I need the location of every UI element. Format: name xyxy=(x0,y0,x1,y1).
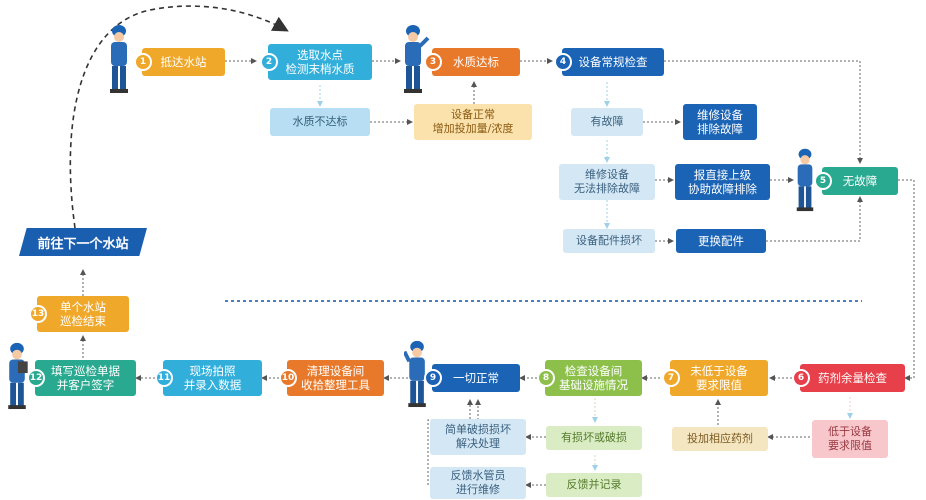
add-chemical-box: 投加相应药剂 xyxy=(672,427,768,451)
step-number: 12 xyxy=(27,369,45,387)
step-number: 11 xyxy=(155,369,173,387)
damaged-box: 有损坏或破损 xyxy=(546,426,642,450)
has-fault-box: 有故障 xyxy=(571,108,643,136)
step-number: 2 xyxy=(260,53,278,71)
parts-damaged-box: 设备配件损坏 xyxy=(563,229,655,253)
step-number: 1 xyxy=(134,53,152,71)
step-10: 10 清理设备间 收拾整理工具 xyxy=(279,360,384,396)
step-number: 3 xyxy=(424,53,442,71)
worker-icon xyxy=(110,25,128,93)
worker-icon xyxy=(404,340,426,408)
step-number: 4 xyxy=(554,53,572,71)
step-label: 清理设备间 收拾整理工具 xyxy=(301,364,370,392)
step-label: 检查设备间 基础设施情况 xyxy=(559,364,628,392)
worker-icon xyxy=(796,148,814,212)
replace-parts-box: 更换配件 xyxy=(676,229,766,253)
step-8: 8 检查设备间 基础设施情况 xyxy=(537,360,642,396)
step-number: 6 xyxy=(792,369,810,387)
repair-fix-box: 维修设备 排除故障 xyxy=(683,104,757,140)
step-13: 13 单个水站 巡检结束 xyxy=(29,296,129,332)
report-superior-box: 报直接上级 协助故障排除 xyxy=(675,164,770,200)
quality-fail-box: 水质不达标 xyxy=(270,108,370,136)
step-2: 2 选取水点 检测末梢水质 xyxy=(260,44,372,80)
below-limit-box: 低于设备 要求限值 xyxy=(812,420,888,458)
step-number: 8 xyxy=(537,369,555,387)
simple-repair-box: 简单破损损坏 解决处理 xyxy=(430,419,526,455)
step-5: 5 无故障 xyxy=(814,167,898,195)
feedback-manager-box: 反馈水管员 进行维修 xyxy=(430,467,526,499)
next-station-banner: 前往下一个水站 xyxy=(19,228,147,256)
step-number: 9 xyxy=(424,369,442,387)
step-3: 3 水质达标 xyxy=(424,48,520,76)
worker-icon xyxy=(404,25,430,93)
step-4: 4 设备常规检查 xyxy=(554,48,664,76)
equipment-normal-box: 设备正常 增加投加量/浓度 xyxy=(414,104,532,140)
step-7: 7 未低于设备 要求限值 xyxy=(662,360,768,396)
feedback-record-box: 反馈并记录 xyxy=(546,473,642,497)
step-label: 一切正常 xyxy=(453,371,499,385)
step-label: 抵达水站 xyxy=(160,55,207,69)
step-label: 设备常规检查 xyxy=(578,55,648,69)
step-1: 1 抵达水站 xyxy=(134,48,225,76)
step-number: 13 xyxy=(29,305,47,323)
step-label: 现场拍照 并录入数据 xyxy=(183,364,242,392)
step-6: 6 药剂余量检查 xyxy=(792,364,905,392)
worker-icon xyxy=(8,342,28,410)
step-label: 无故障 xyxy=(842,174,878,188)
step-number: 10 xyxy=(279,369,297,387)
step-number: 5 xyxy=(814,172,832,190)
step-label: 填写巡检单据 并客户签字 xyxy=(51,364,120,392)
step-label: 未低于设备 要求限值 xyxy=(690,364,748,392)
step-11: 11 现场拍照 并录入数据 xyxy=(155,360,262,396)
step-9: 9 一切正常 xyxy=(424,364,520,392)
step-number: 7 xyxy=(662,369,680,387)
step-label: 选取水点 检测末梢水质 xyxy=(285,48,355,76)
step-label: 单个水站 巡检结束 xyxy=(60,300,106,328)
repair-fail-box: 维修设备 无法排除故障 xyxy=(559,164,655,200)
step-label: 水质达标 xyxy=(453,55,499,69)
step-12: 12 填写巡检单据 并客户签字 xyxy=(27,360,136,396)
step-label: 药剂余量检查 xyxy=(818,371,887,385)
